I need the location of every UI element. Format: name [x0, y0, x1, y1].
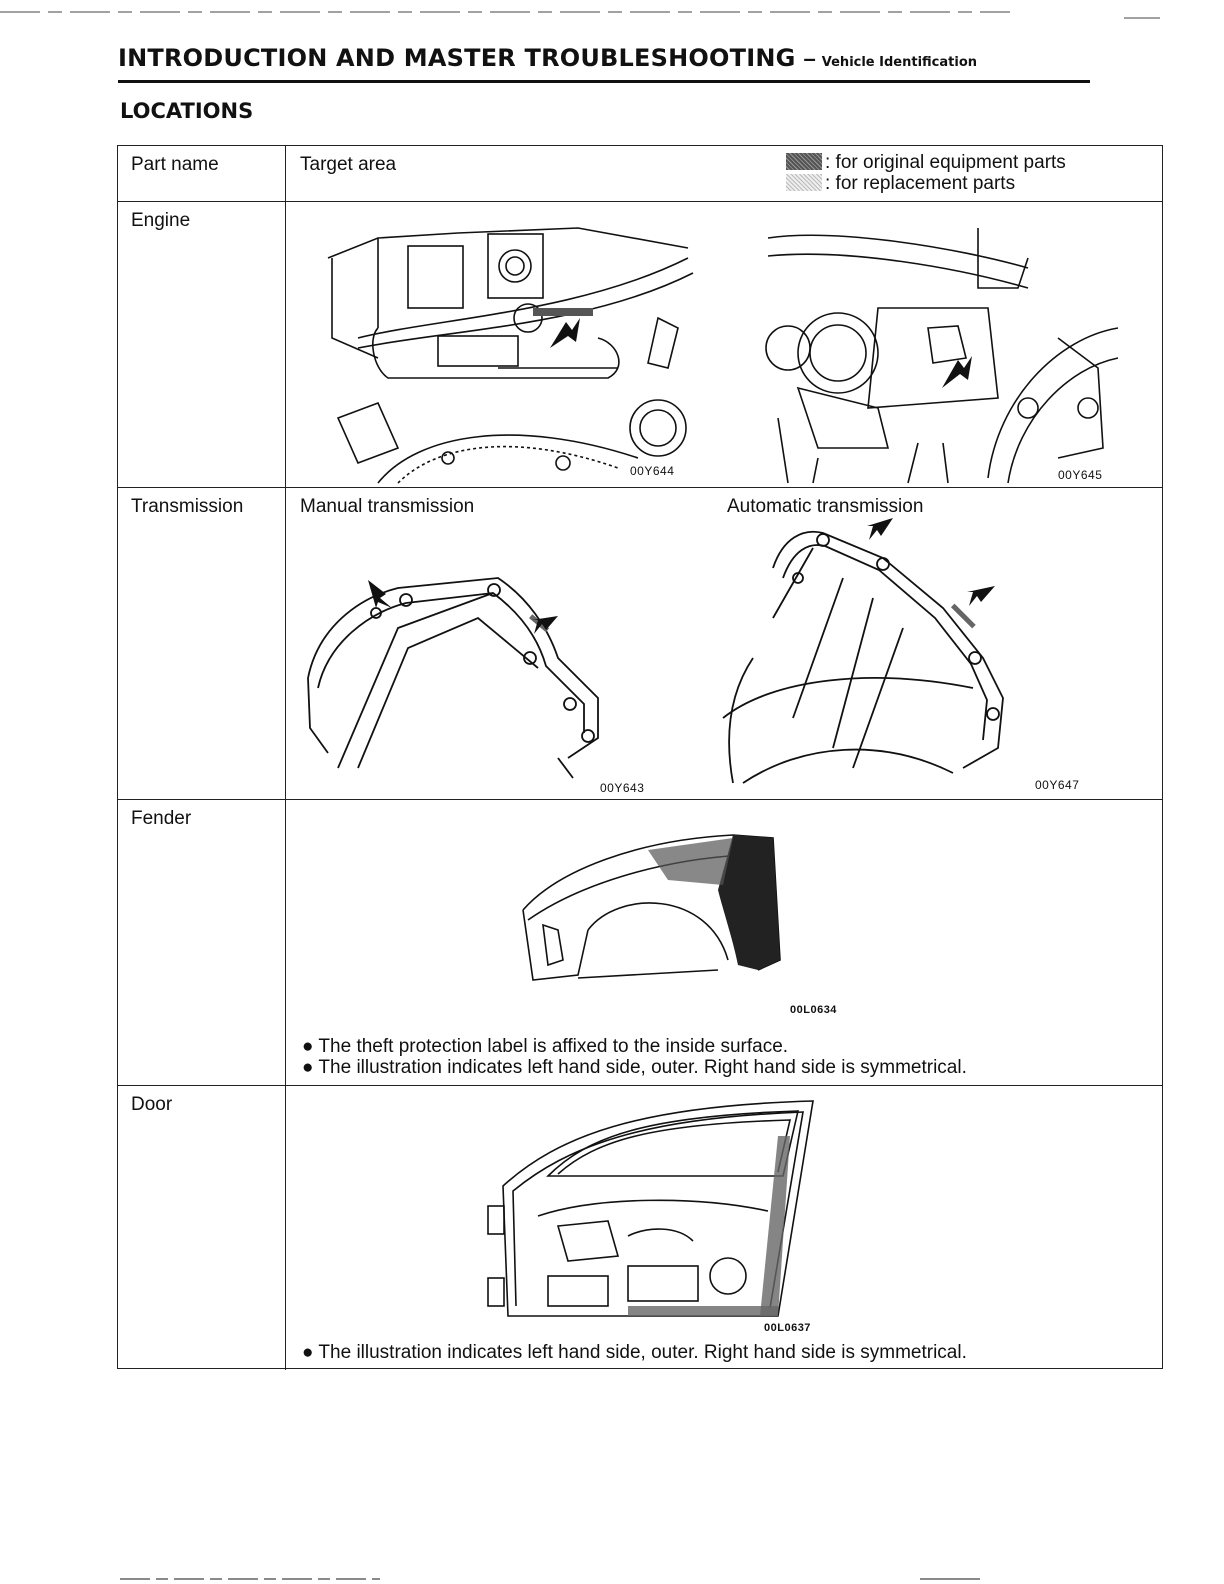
fender-illustration	[522, 834, 781, 981]
fender-note-2: ● The illustration indicates left hand s…	[302, 1057, 967, 1078]
bottom-scan-line	[120, 1578, 980, 1580]
door-fig-number: 00L0637	[764, 1322, 811, 1334]
header-title: INTRODUCTION AND MASTER TROUBLESHOOTING	[118, 44, 796, 72]
table-row-fender: Fender 00L0634 ● The theft protection la…	[118, 800, 1162, 1086]
table-row-transmission: Transmission Manual transmission Automat…	[118, 488, 1162, 800]
col-part-name: Part name	[131, 154, 219, 175]
fender-fig-number: 00L0634	[790, 1004, 837, 1016]
legend-replacement: : for replacement parts	[786, 173, 1066, 194]
replacement-swatch	[786, 174, 822, 191]
automatic-transmission-fig-number: 00Y647	[1035, 778, 1080, 792]
locations-table: Part name Target area : for original equ…	[117, 145, 1163, 1370]
manual-transmission-caption: Manual transmission	[300, 496, 475, 517]
top-scan-line	[0, 11, 1160, 19]
part-name-transmission: Transmission	[131, 496, 244, 517]
legend: : for original equipment parts : for rep…	[786, 152, 1066, 194]
part-name-door: Door	[131, 1094, 173, 1115]
header-subtitle: Vehicle Identification	[821, 55, 978, 70]
door-illustration	[487, 1100, 814, 1317]
table-row-door: Door 00L0637 ● The illustration indicate…	[118, 1086, 1162, 1370]
legend-original: : for original equipment parts	[786, 152, 1066, 173]
door-note-1: ● The illustration indicates left hand s…	[302, 1342, 967, 1363]
part-name-engine: Engine	[131, 210, 191, 231]
automatic-transmission-caption: Automatic transmission	[727, 496, 924, 517]
page-header: INTRODUCTION AND MASTER TROUBLESHOOTING–…	[118, 44, 1088, 72]
manual-transmission-fig-number: 00Y643	[600, 781, 645, 795]
manual-transmission-illustration	[307, 577, 599, 779]
fender-note-1: ● The theft protection label is affixed …	[302, 1036, 789, 1057]
part-name-fender: Fender	[131, 808, 192, 829]
section-title: LOCATIONS	[120, 99, 254, 123]
original-swatch	[786, 153, 822, 170]
header-rule	[118, 80, 1090, 83]
engine-left-fig-number: 00Y644	[630, 464, 675, 478]
engine-right-fig-number: 00Y645	[1058, 468, 1103, 482]
engine-left-illustration	[327, 227, 694, 484]
table-row-engine: Engine	[118, 202, 1162, 488]
col-target-area: Target area	[300, 154, 397, 175]
engine-right-illustration	[765, 228, 1119, 484]
automatic-transmission-illustration	[722, 518, 1004, 784]
header-dash: –	[803, 46, 816, 71]
table-header-row: Part name Target area : for original equ…	[118, 146, 1162, 202]
